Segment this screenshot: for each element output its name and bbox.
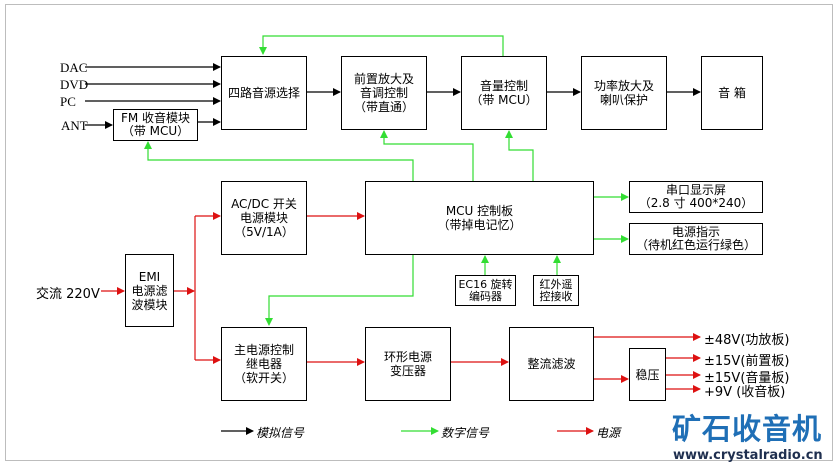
block-speaker: 音 箱 [701, 56, 763, 130]
block-source-select-line1: 四路音源选择 [227, 86, 300, 100]
block-acdc: AC/DC 开关 电源模块 （5V/1A） [221, 181, 307, 255]
block-fm-module: FM 收音模块 （带 MCU） [113, 109, 198, 141]
output-label-48v: ±48V(功放板) [704, 333, 790, 348]
block-regulator: 稳压 [629, 348, 666, 401]
block-acdc-line2: 电源模块 [239, 211, 288, 225]
wire-mcu-to-fm [144, 141, 414, 181]
input-label-pc: PC [60, 94, 76, 109]
block-power-amp-line1: 功率放大及 [593, 79, 654, 93]
block-encoder: EC16 旋转 编码器 [455, 275, 516, 306]
wire-mcu-to-preamp [380, 130, 474, 181]
block-rectifier-line1: 整流滤波 [527, 357, 576, 371]
block-volume-line1: 音量控制 [479, 79, 528, 93]
wire-volume-to-select [259, 35, 504, 56]
watermark-logo: 矿石收音机 [672, 412, 823, 446]
block-toroidal-transformer: 环形电源 变压器 [365, 327, 451, 401]
block-volume: 音量控制 （带 MCU） [461, 56, 547, 130]
block-serial-display-line1: 串口显示屏 [665, 183, 726, 197]
block-preamp-line1: 前置放大及 [353, 72, 414, 86]
block-mcu-board: MCU 控制板 （带掉电记忆） [365, 181, 594, 255]
block-fm-module-line1: FM 收音模块 [120, 111, 191, 125]
block-preamp-line2: 音调控制 [359, 86, 408, 100]
block-main-relay-line1: 主电源控制 [233, 343, 294, 357]
block-encoder-line1: EC16 旋转 [458, 277, 513, 291]
block-emi-filter-line1: EMI [138, 269, 161, 284]
diagram-frame [5, 4, 833, 461]
block-power-indicator-line1: 电源指示 [671, 225, 720, 239]
block-mcu-board-line1: MCU 控制板 [445, 204, 514, 218]
block-volume-line2: （带 MCU） [470, 93, 538, 107]
input-label-mains: 交流 220V [36, 287, 100, 302]
block-toroidal-transformer-line2: 变压器 [389, 364, 426, 378]
block-emi-filter: EMI 电源滤 波模块 [125, 254, 174, 327]
block-power-indicator-line2: （待机红色运行绿色） [635, 238, 756, 252]
block-serial-display: 串口显示屏 （2.8 寸 400*240） [629, 181, 763, 213]
block-speaker-line1: 音 箱 [718, 86, 746, 100]
legend-digital-label: 数字信号 [441, 426, 490, 440]
block-main-relay-line2: 继电器 [245, 357, 282, 371]
block-rectifier: 整流滤波 [509, 327, 594, 401]
block-power-amp: 功率放大及 喇叭保护 [581, 56, 667, 130]
input-label-dvd: DVD [60, 77, 89, 92]
block-acdc-line3: （5V/1A） [234, 225, 294, 239]
block-regulator-line1: 稳压 [635, 367, 660, 382]
block-preamp: 前置放大及 音调控制 （带直通） [341, 56, 427, 130]
block-main-relay: 主电源控制 继电器 （软开关） [221, 327, 307, 401]
legend-analog-label: 模拟信号 [256, 426, 305, 440]
block-encoder-line2: 编码器 [469, 289, 502, 303]
block-toroidal-transformer-line1: 环形电源 [383, 350, 432, 364]
watermark-url: www.crystalradio.cn [673, 448, 823, 463]
output-label-9v: +9V (收音板) [704, 385, 786, 400]
input-label-ant: ANT [61, 118, 88, 133]
block-power-indicator: 电源指示 （待机红色运行绿色） [629, 223, 763, 255]
block-emi-filter-line2: 电源滤 [131, 283, 168, 298]
block-ir-receiver-line1: 红外遥 [539, 277, 573, 291]
output-label-15v-vol: ±15V(音量板) [704, 371, 790, 386]
block-source-select: 四路音源选择 [221, 56, 307, 130]
block-fm-module-line2: （带 MCU） [121, 124, 190, 138]
legend-power-label: 电源 [596, 426, 621, 440]
block-acdc-line1: AC/DC 开关 [231, 197, 297, 211]
block-preamp-line3: （带直通） [353, 100, 414, 114]
input-label-dac: DAC [60, 60, 88, 75]
block-serial-display-line2: （2.8 寸 400*240） [638, 196, 754, 210]
block-emi-filter-line3: 波模块 [131, 297, 168, 312]
block-ir-receiver: 红外遥 控接收 [533, 275, 579, 306]
output-label-15v-pre: ±15V(前置板) [704, 354, 790, 369]
wire-mcu-to-relay [265, 254, 414, 326]
block-power-amp-line2: 喇叭保护 [599, 93, 648, 107]
block-mcu-board-line2: （带掉电记忆） [437, 218, 522, 232]
block-ir-receiver-line2: 控接收 [539, 289, 573, 303]
wire-mcu-to-volume [505, 130, 534, 181]
block-main-relay-line3: （软开关） [233, 371, 294, 385]
